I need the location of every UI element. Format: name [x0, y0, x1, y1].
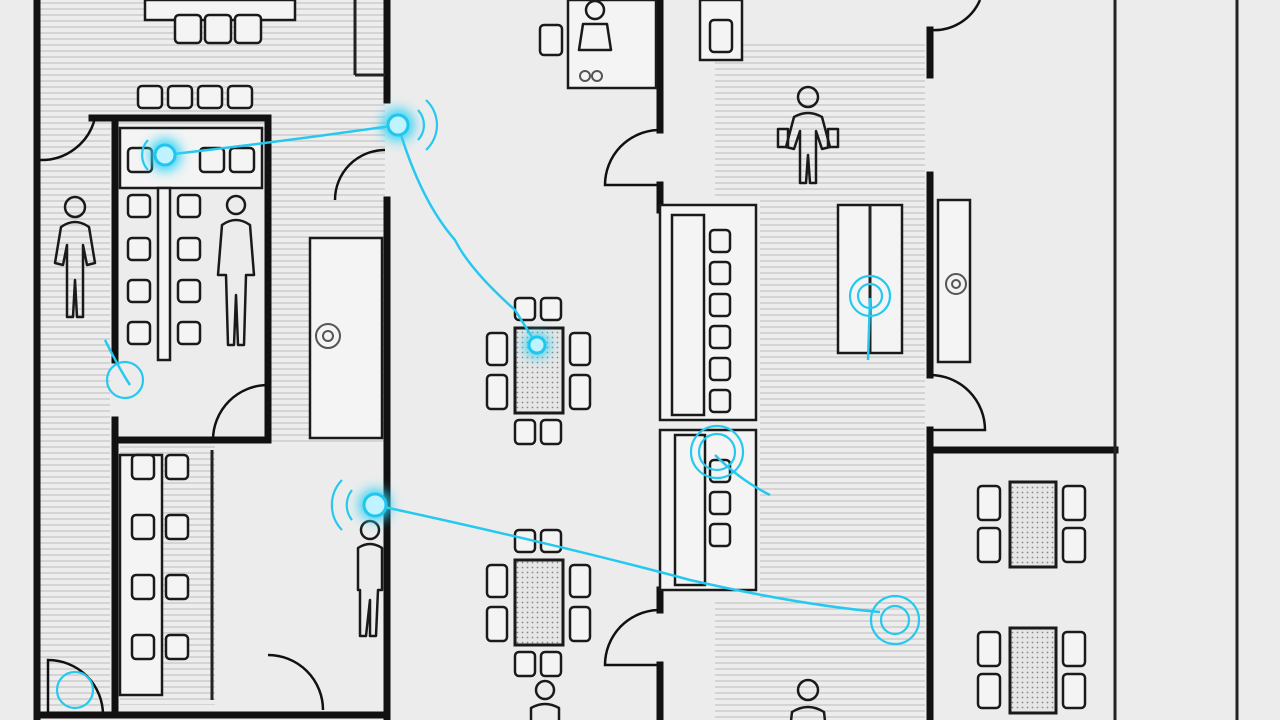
network-link — [374, 503, 881, 614]
network-link — [714, 454, 771, 497]
person-icon — [356, 519, 384, 638]
sensor-ring-icon — [697, 432, 737, 472]
wifi-node-icon — [386, 113, 410, 137]
people — [53, 0, 840, 720]
sensor-icon — [315, 323, 341, 349]
network-link — [103, 339, 132, 386]
floor-hatching — [40, 0, 925, 720]
wifi-node-icon — [362, 492, 388, 518]
network-link — [396, 124, 539, 346]
sensor-ring-icon — [879, 604, 911, 636]
person-icon — [577, 0, 613, 52]
sensor-ring-icon — [105, 360, 145, 400]
person-icon — [216, 194, 256, 347]
person-icon — [529, 679, 561, 720]
sensor-ring-icon — [856, 282, 884, 310]
network-link — [164, 123, 399, 157]
person-icon — [53, 195, 97, 319]
network-overlay — [55, 99, 921, 710]
person-icon — [789, 678, 827, 720]
person-icon — [776, 85, 840, 185]
wifi-node-icon — [527, 335, 547, 355]
furniture — [118, 0, 1087, 715]
walls — [33, 0, 1239, 720]
wifi-node-icon — [153, 143, 177, 167]
